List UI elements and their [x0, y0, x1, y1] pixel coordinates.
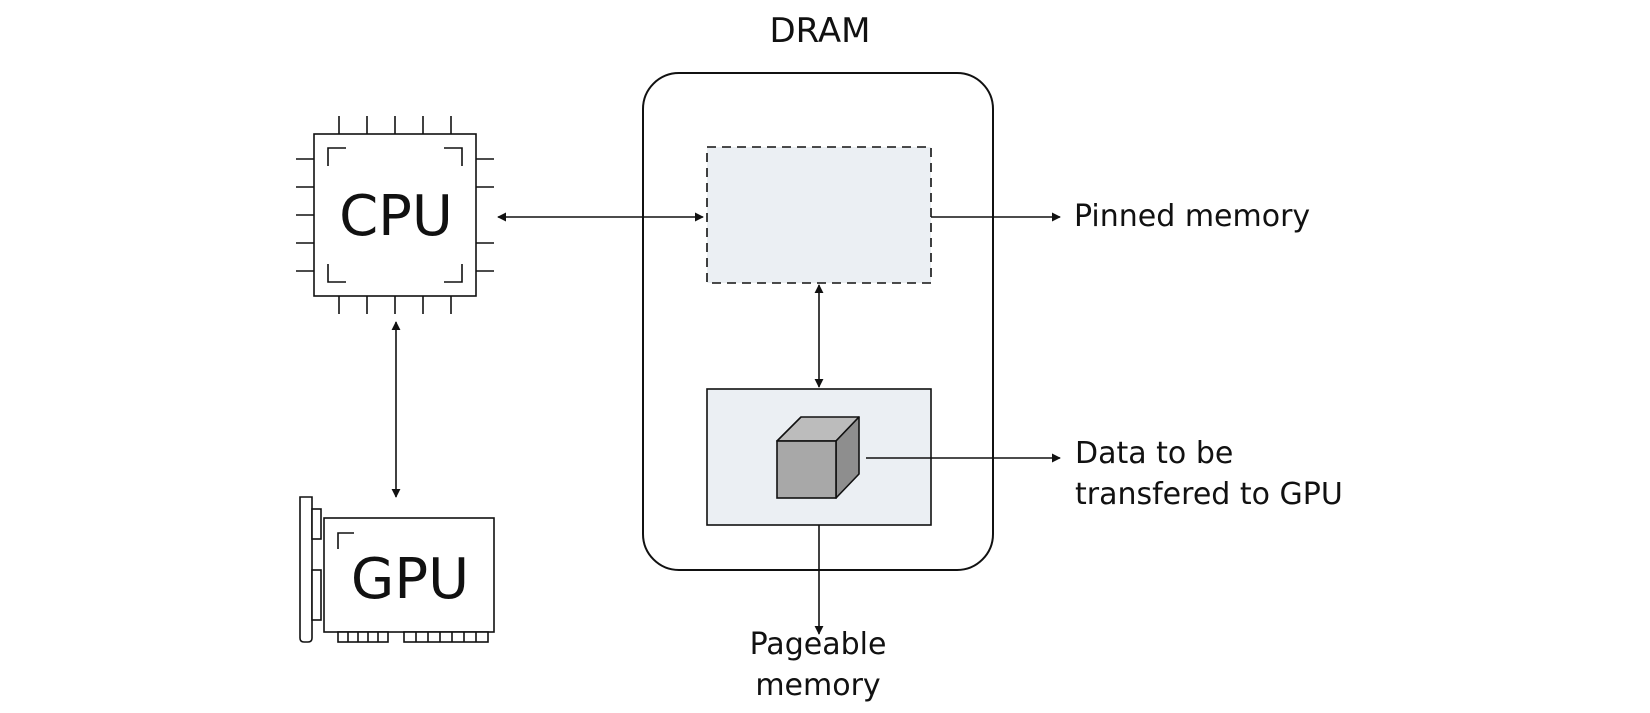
- gpu-label: GPU: [351, 547, 469, 612]
- pinned-memory-block: [706, 146, 932, 284]
- data-transfer-label-line2: transfered to GPU: [1075, 477, 1343, 512]
- data-cube-icon: [776, 416, 860, 499]
- cpu-label: CPU: [339, 184, 453, 249]
- pageable-memory-label-line2: memory: [755, 668, 880, 703]
- data-transfer-label-line1: Data to be: [1075, 436, 1233, 471]
- gpu-card-icon: [299, 496, 495, 643]
- pinned-memory-label: Pinned memory: [1074, 199, 1310, 234]
- dram-title: DRAM: [769, 11, 870, 51]
- pageable-memory-label-line1: Pageable: [750, 627, 887, 662]
- cpu-chip-icon: [296, 116, 494, 314]
